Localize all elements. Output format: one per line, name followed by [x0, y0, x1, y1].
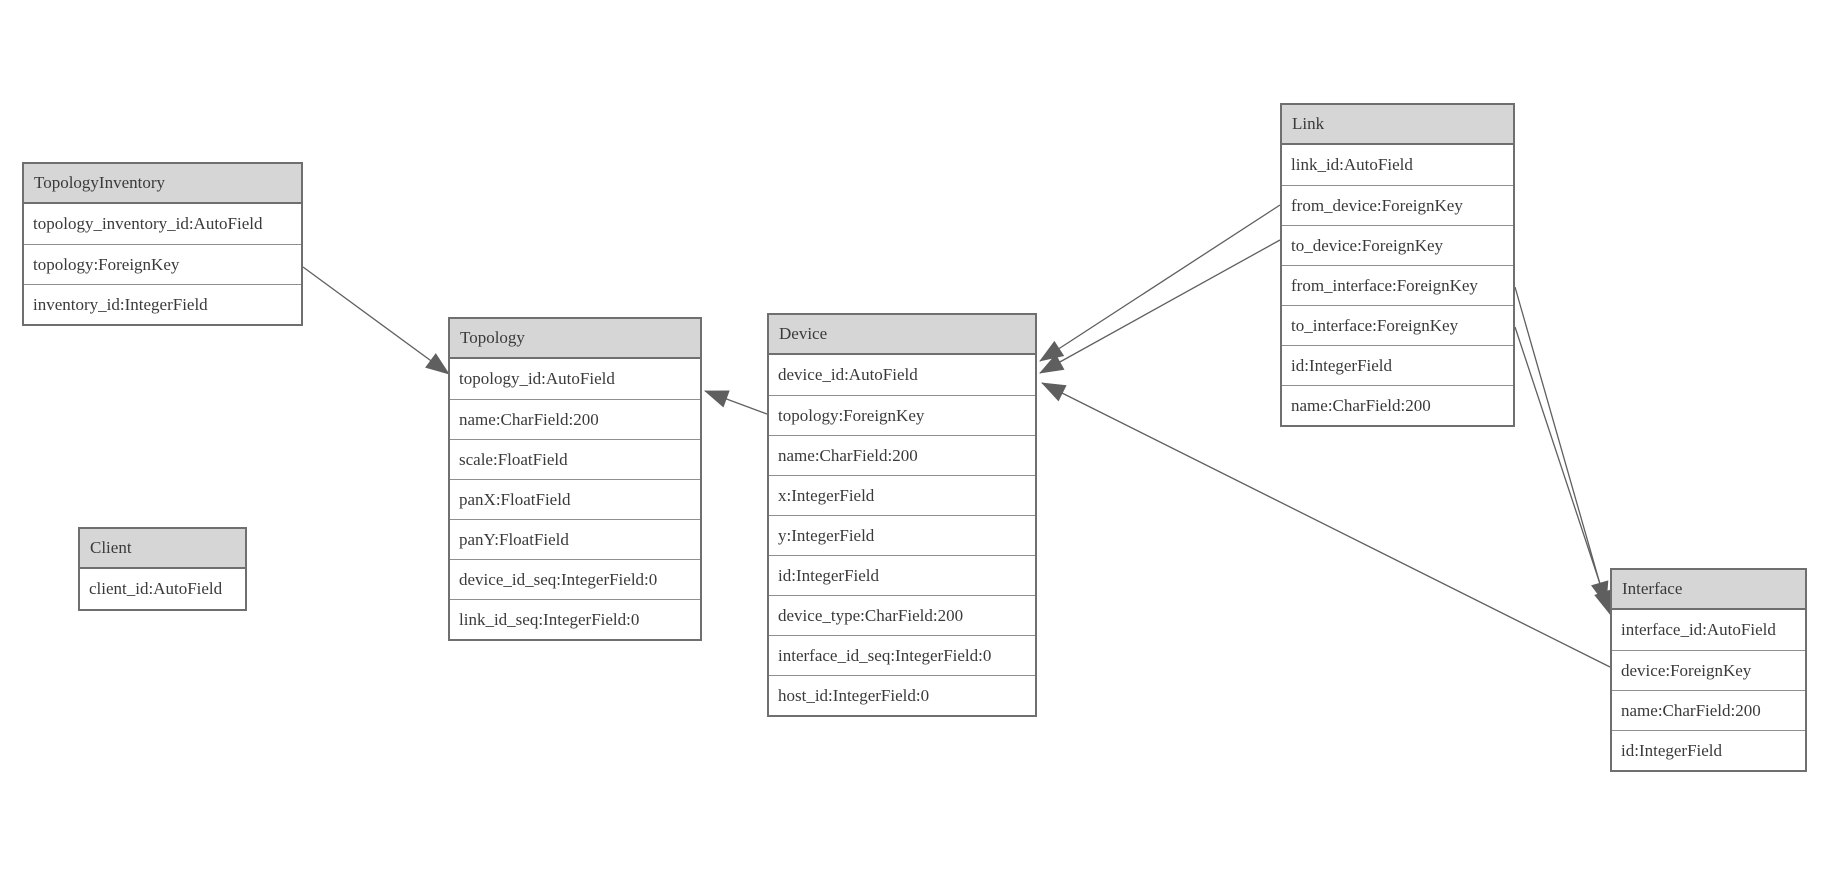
edge-link-from_device-device	[1039, 204, 1281, 362]
field-row: link_id:AutoField	[1282, 145, 1513, 185]
field-row: to_device:ForeignKey	[1282, 225, 1513, 265]
entity-title-link: Link	[1282, 105, 1513, 145]
field-row: inventory_id:IntegerField	[24, 284, 301, 324]
field-row: to_interface:ForeignKey	[1282, 305, 1513, 345]
field-row: topology_inventory_id:AutoField	[24, 204, 301, 244]
field-row: host_id:IntegerField:0	[769, 675, 1035, 715]
field-row: y:IntegerField	[769, 515, 1035, 555]
field-row: id:IntegerField	[1282, 345, 1513, 385]
field-row: device:ForeignKey	[1612, 650, 1805, 690]
edge-device-topology	[704, 390, 768, 415]
field-row: name:CharField:200	[769, 435, 1035, 475]
field-row: topology:ForeignKey	[769, 395, 1035, 435]
field-row: interface_id:AutoField	[1612, 610, 1805, 650]
edge-topologyinventory-topology	[302, 266, 450, 375]
field-row: scale:FloatField	[450, 439, 700, 479]
field-row: device_id:AutoField	[769, 355, 1035, 395]
edge-link-from_interface-interface	[1514, 286, 1609, 606]
field-row: panX:FloatField	[450, 479, 700, 519]
field-row: id:IntegerField	[769, 555, 1035, 595]
entity-title-device: Device	[769, 315, 1035, 355]
field-row: name:CharField:200	[450, 399, 700, 439]
entity-table-topologyinventory: TopologyInventory topology_inventory_id:…	[22, 162, 303, 326]
field-row: link_id_seq:IntegerField:0	[450, 599, 700, 639]
field-row: from_interface:ForeignKey	[1282, 265, 1513, 305]
entity-title-topologyinventory: TopologyInventory	[24, 164, 301, 204]
entity-fields-client: client_id:AutoField	[80, 569, 245, 609]
field-row: topology:ForeignKey	[24, 244, 301, 284]
edge-link-to_interface-interface	[1514, 326, 1612, 615]
field-row: device_type:CharField:200	[769, 595, 1035, 635]
field-row: interface_id_seq:IntegerField:0	[769, 635, 1035, 675]
edge-link-to_device-device	[1039, 239, 1281, 374]
entity-table-client: Client client_id:AutoField	[78, 527, 247, 611]
field-row: id:IntegerField	[1612, 730, 1805, 770]
entity-title-client: Client	[80, 529, 245, 569]
field-row: from_device:ForeignKey	[1282, 185, 1513, 225]
edge-interface-device	[1041, 382, 1611, 668]
field-row: name:CharField:200	[1612, 690, 1805, 730]
field-row: client_id:AutoField	[80, 569, 245, 609]
entity-title-interface: Interface	[1612, 570, 1805, 610]
field-row: device_id_seq:IntegerField:0	[450, 559, 700, 599]
field-row: topology_id:AutoField	[450, 359, 700, 399]
field-row: panY:FloatField	[450, 519, 700, 559]
entity-title-topology: Topology	[450, 319, 700, 359]
field-row: name:CharField:200	[1282, 385, 1513, 425]
field-row: x:IntegerField	[769, 475, 1035, 515]
